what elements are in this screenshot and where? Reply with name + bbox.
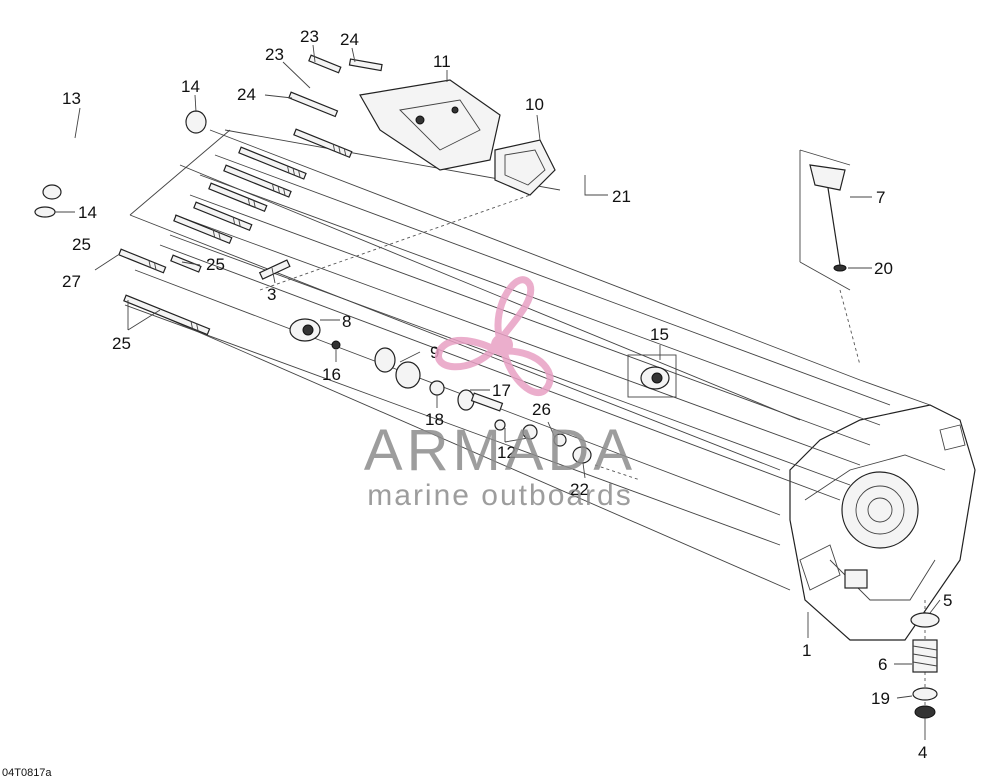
callout-25: 25 [206, 255, 225, 274]
gasket [494, 139, 556, 196]
crankcase-housing [124, 129, 976, 641]
callout-11: 11 [433, 52, 451, 71]
callout-5: 5 [943, 591, 952, 610]
watermark: ARMADA marine outboards [364, 276, 636, 512]
callout-21: 21 [612, 187, 631, 206]
callout-numbers: 23 24 23 11 13 14 24 10 14 21 7 25 20 27… [62, 27, 952, 762]
callout-1: 1 [802, 641, 811, 660]
document-id: 04T0817a [2, 767, 52, 779]
callout-12: 12 [497, 443, 516, 462]
dipstick [799, 149, 851, 291]
callout-10: 10 [525, 95, 544, 114]
callout-6: 6 [878, 655, 887, 674]
drain-plug-assembly [910, 600, 940, 720]
callout-23: 23 [300, 27, 319, 46]
leader-lines [55, 44, 941, 740]
fittings [289, 318, 677, 464]
bolts-group [118, 54, 383, 336]
watermark-tagline: marine outboards [367, 479, 632, 512]
callout-14: 14 [181, 77, 200, 96]
pin-part-3 [258, 259, 291, 280]
propeller-logo [435, 276, 554, 396]
callout-14: 14 [78, 203, 97, 222]
callout-25: 25 [72, 235, 91, 254]
callout-9: 9 [430, 343, 439, 362]
callout-4: 4 [918, 743, 927, 762]
callout-3: 3 [267, 285, 276, 304]
callout-24: 24 [237, 85, 256, 104]
watermark-brand: ARMADA [364, 418, 636, 483]
callout-24: 24 [340, 30, 359, 49]
callout-7: 7 [876, 188, 885, 207]
hose [42, 110, 207, 200]
callout-27: 27 [62, 272, 81, 291]
callout-16: 16 [322, 365, 341, 384]
callout-8: 8 [342, 312, 351, 331]
callout-20: 20 [874, 259, 893, 278]
cover-plate [359, 79, 501, 171]
callout-26: 26 [532, 400, 551, 419]
callout-19: 19 [871, 689, 890, 708]
callout-18: 18 [425, 410, 444, 429]
callout-22: 22 [570, 480, 589, 499]
callout-15: 15 [650, 325, 669, 344]
hose-clamp [34, 206, 56, 218]
callout-17: 17 [492, 381, 511, 400]
callout-23: 23 [265, 45, 284, 64]
callout-13: 13 [62, 89, 81, 108]
callout-25: 25 [112, 334, 131, 353]
